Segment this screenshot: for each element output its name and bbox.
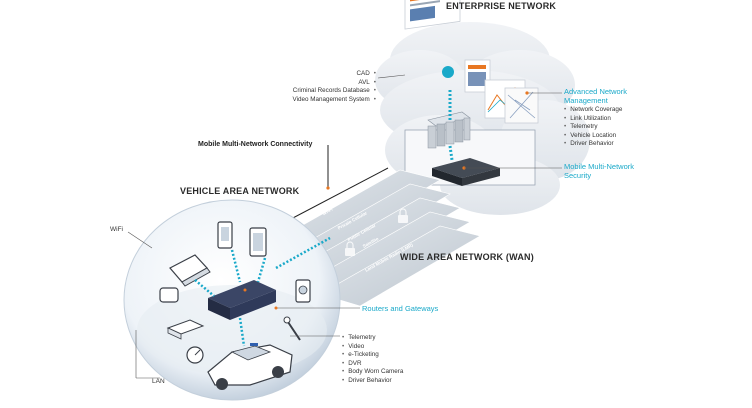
security-label-2: Security [564, 171, 592, 180]
dashboard-screens-icon [404, 0, 539, 124]
vehicle-feature-item: DVR [342, 360, 403, 369]
network-management-item: Telemetry [564, 123, 627, 132]
advanced-network-management: Advanced Network Management Network Cove… [564, 87, 627, 149]
wan-bands [279, 169, 481, 307]
network-management-item: Driver Behavior [564, 140, 627, 149]
mobile-multi-network-security: Mobile Multi-Network Security [564, 162, 634, 180]
vehicle-feature-item: Driver Behavior [342, 377, 403, 386]
enterprise-app-item: AVL [236, 79, 376, 88]
advanced-network-management-title-1: Advanced Network [564, 87, 627, 96]
connectivity-label: Mobile Multi-Network Connectivity [198, 141, 313, 148]
vehicle-feature-item: Video [342, 343, 403, 352]
vehicle-features-list: Telemetry Video e-Ticketing DVR Body Wor… [342, 334, 403, 386]
network-management-item: Network Coverage [564, 106, 627, 115]
lan-label: LAN [152, 378, 165, 385]
network-management-item: Link Utilization [564, 115, 627, 124]
network-management-item: Vehicle Location [564, 132, 627, 141]
devices [159, 221, 311, 390]
security-label-1: Mobile Multi-Network [564, 162, 635, 171]
police-car-icon [207, 343, 293, 390]
enterprise-link-icon [448, 90, 454, 161]
enterprise-app-item: Video Management System [236, 96, 376, 105]
enterprise-app-item: CAD [236, 70, 376, 79]
leader-lines [127, 74, 562, 379]
enterprise-network-heading: ENTERPRISE NETWORK [446, 1, 557, 11]
network-management-list: Network Coverage Link Utilization Teleme… [564, 106, 627, 149]
vehicle-feature-item: e-Ticketing [342, 351, 403, 360]
vehicle-area-network-heading: VEHICLE AREA NETWORK [180, 186, 300, 196]
vehicle-feature-item: Body Worn Camera [342, 368, 403, 377]
routers-gateways-label: Routers and Gateways [362, 304, 439, 313]
wifi-label: WiFi [110, 226, 123, 233]
wan-heading: WIDE AREA NETWORK (WAN) [400, 252, 534, 262]
vehicle-links [194, 236, 331, 347]
vehicle-feature-item: Telemetry [342, 334, 403, 343]
enterprise-apps-list: CAD AVL Criminal Records Database Video … [236, 70, 376, 104]
enterprise-app-item: Criminal Records Database [236, 87, 376, 96]
advanced-network-management-title-2: Management [564, 96, 608, 105]
